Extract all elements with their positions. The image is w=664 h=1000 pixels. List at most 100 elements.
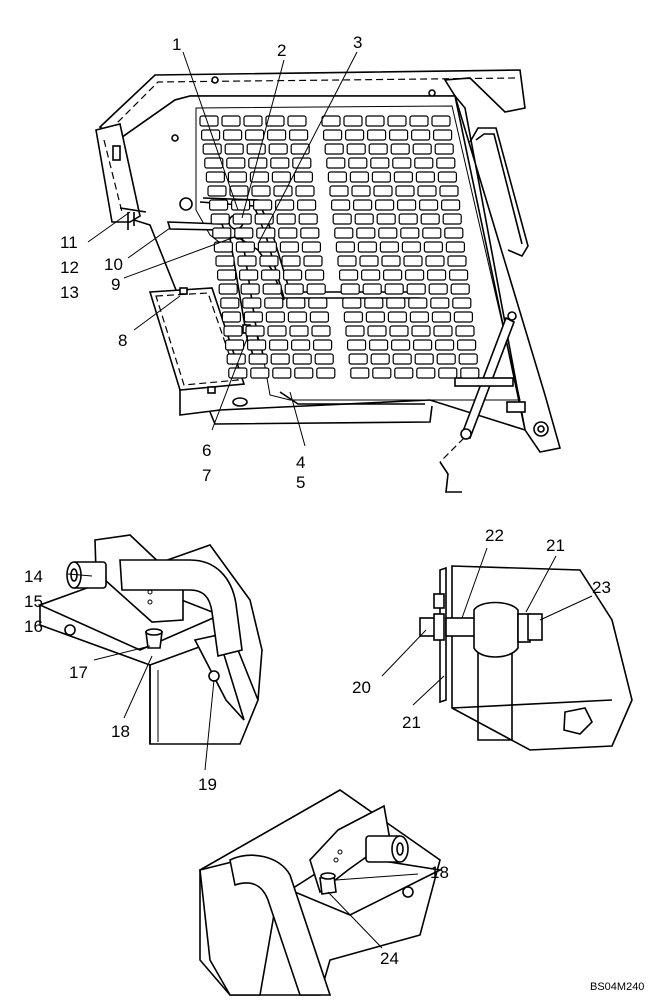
grill-cell bbox=[278, 227, 298, 239]
grill-cell bbox=[276, 213, 296, 225]
grill-cell bbox=[390, 143, 410, 155]
grill-cell bbox=[354, 213, 374, 225]
callout-18: 18 bbox=[111, 722, 130, 741]
grill-cell bbox=[245, 325, 265, 337]
grill-cell bbox=[441, 199, 461, 211]
callout-18-lower: 18 bbox=[430, 863, 449, 882]
grill-cell bbox=[387, 311, 407, 323]
grill-cell bbox=[301, 241, 321, 253]
grill-cell bbox=[369, 339, 389, 351]
grill-cell bbox=[275, 199, 295, 211]
grill-cell bbox=[346, 143, 366, 155]
grill-cell bbox=[436, 353, 456, 365]
grill-cell bbox=[439, 185, 459, 197]
grill-cell bbox=[428, 283, 448, 295]
callout-1: 1 bbox=[172, 35, 181, 54]
grill-cell bbox=[270, 353, 290, 365]
grill-cell bbox=[434, 143, 454, 155]
grill-cell bbox=[436, 157, 456, 169]
grill-cell bbox=[226, 353, 246, 365]
detail-hinge-bottom bbox=[199, 789, 443, 996]
grill-cell bbox=[450, 283, 470, 295]
grill-cell bbox=[215, 255, 235, 267]
callout-20: 20 bbox=[352, 678, 371, 697]
grill-cell bbox=[262, 283, 282, 295]
grill-cell bbox=[204, 157, 224, 169]
grill-cell bbox=[270, 157, 290, 169]
grill-cell bbox=[243, 115, 263, 127]
grill-cell bbox=[213, 241, 233, 253]
grill-cell bbox=[295, 185, 315, 197]
grill-cell bbox=[438, 367, 458, 379]
grill-cell bbox=[381, 255, 401, 267]
grill-cell bbox=[392, 353, 412, 365]
grill-cell bbox=[412, 143, 432, 155]
figure-code: BS04M240 bbox=[590, 981, 644, 993]
grill-cell bbox=[353, 199, 373, 211]
grill-cell bbox=[287, 115, 307, 127]
grill-cell bbox=[292, 353, 312, 365]
grill-cell bbox=[221, 311, 241, 323]
grill-cell bbox=[371, 171, 391, 183]
callout-12: 12 bbox=[60, 258, 79, 277]
grill-cell bbox=[316, 367, 336, 379]
grill-cell bbox=[254, 213, 274, 225]
grill-cell bbox=[437, 171, 457, 183]
grill-cell bbox=[305, 269, 325, 281]
grill-cell bbox=[269, 339, 289, 351]
grill-cell bbox=[229, 185, 249, 197]
grill-cell bbox=[221, 115, 241, 127]
grill-cell bbox=[245, 129, 265, 141]
grill-cell bbox=[225, 339, 245, 351]
grill-cell bbox=[383, 269, 403, 281]
grill-cell bbox=[389, 129, 409, 141]
grill-cell bbox=[343, 115, 363, 127]
grill-cell bbox=[265, 115, 285, 127]
grill-cell bbox=[425, 255, 445, 267]
grill-cell bbox=[405, 269, 425, 281]
grill-cell bbox=[321, 115, 341, 127]
callout-9: 9 bbox=[111, 275, 120, 294]
grill-cell bbox=[228, 367, 248, 379]
grill-cell bbox=[397, 199, 417, 211]
callout-13: 13 bbox=[60, 283, 79, 302]
grill-cell bbox=[311, 325, 331, 337]
grill-cell bbox=[409, 115, 429, 127]
grill-cell bbox=[398, 213, 418, 225]
grill-cell bbox=[249, 171, 269, 183]
grill-cell bbox=[356, 227, 376, 239]
detail-hinge-left bbox=[37, 534, 263, 745]
grill-cell bbox=[392, 157, 412, 169]
grill-cell bbox=[343, 311, 363, 323]
grill-cell bbox=[251, 185, 271, 197]
grill-cell bbox=[348, 353, 368, 365]
callout-8: 8 bbox=[118, 331, 127, 350]
grill-cell bbox=[411, 325, 431, 337]
grill-cell bbox=[209, 199, 229, 211]
grill-cell bbox=[309, 311, 329, 323]
grill-cell bbox=[232, 213, 252, 225]
grill-cell bbox=[284, 283, 304, 295]
grill-cell bbox=[406, 283, 426, 295]
grill-cell bbox=[445, 241, 465, 253]
grill-cell bbox=[267, 325, 287, 337]
grill-cell bbox=[386, 297, 406, 309]
grill-cell bbox=[359, 255, 379, 267]
grill-cell bbox=[389, 325, 409, 337]
grill-cell bbox=[347, 339, 367, 351]
grill-cell bbox=[294, 367, 314, 379]
callout-24: 24 bbox=[380, 949, 399, 968]
grill-cell bbox=[281, 255, 301, 267]
grill-cell bbox=[433, 129, 453, 141]
grill-cell bbox=[458, 353, 478, 365]
callout-17: 17 bbox=[69, 663, 88, 682]
grill-cell bbox=[367, 129, 387, 141]
grill-cell bbox=[314, 353, 334, 365]
grill-cell bbox=[291, 339, 311, 351]
grill-cell bbox=[202, 143, 222, 155]
grill-cell bbox=[217, 269, 237, 281]
grill-cell bbox=[357, 241, 377, 253]
grill-cell bbox=[391, 339, 411, 351]
grill-cell bbox=[351, 185, 371, 197]
grill-cell bbox=[313, 339, 333, 351]
